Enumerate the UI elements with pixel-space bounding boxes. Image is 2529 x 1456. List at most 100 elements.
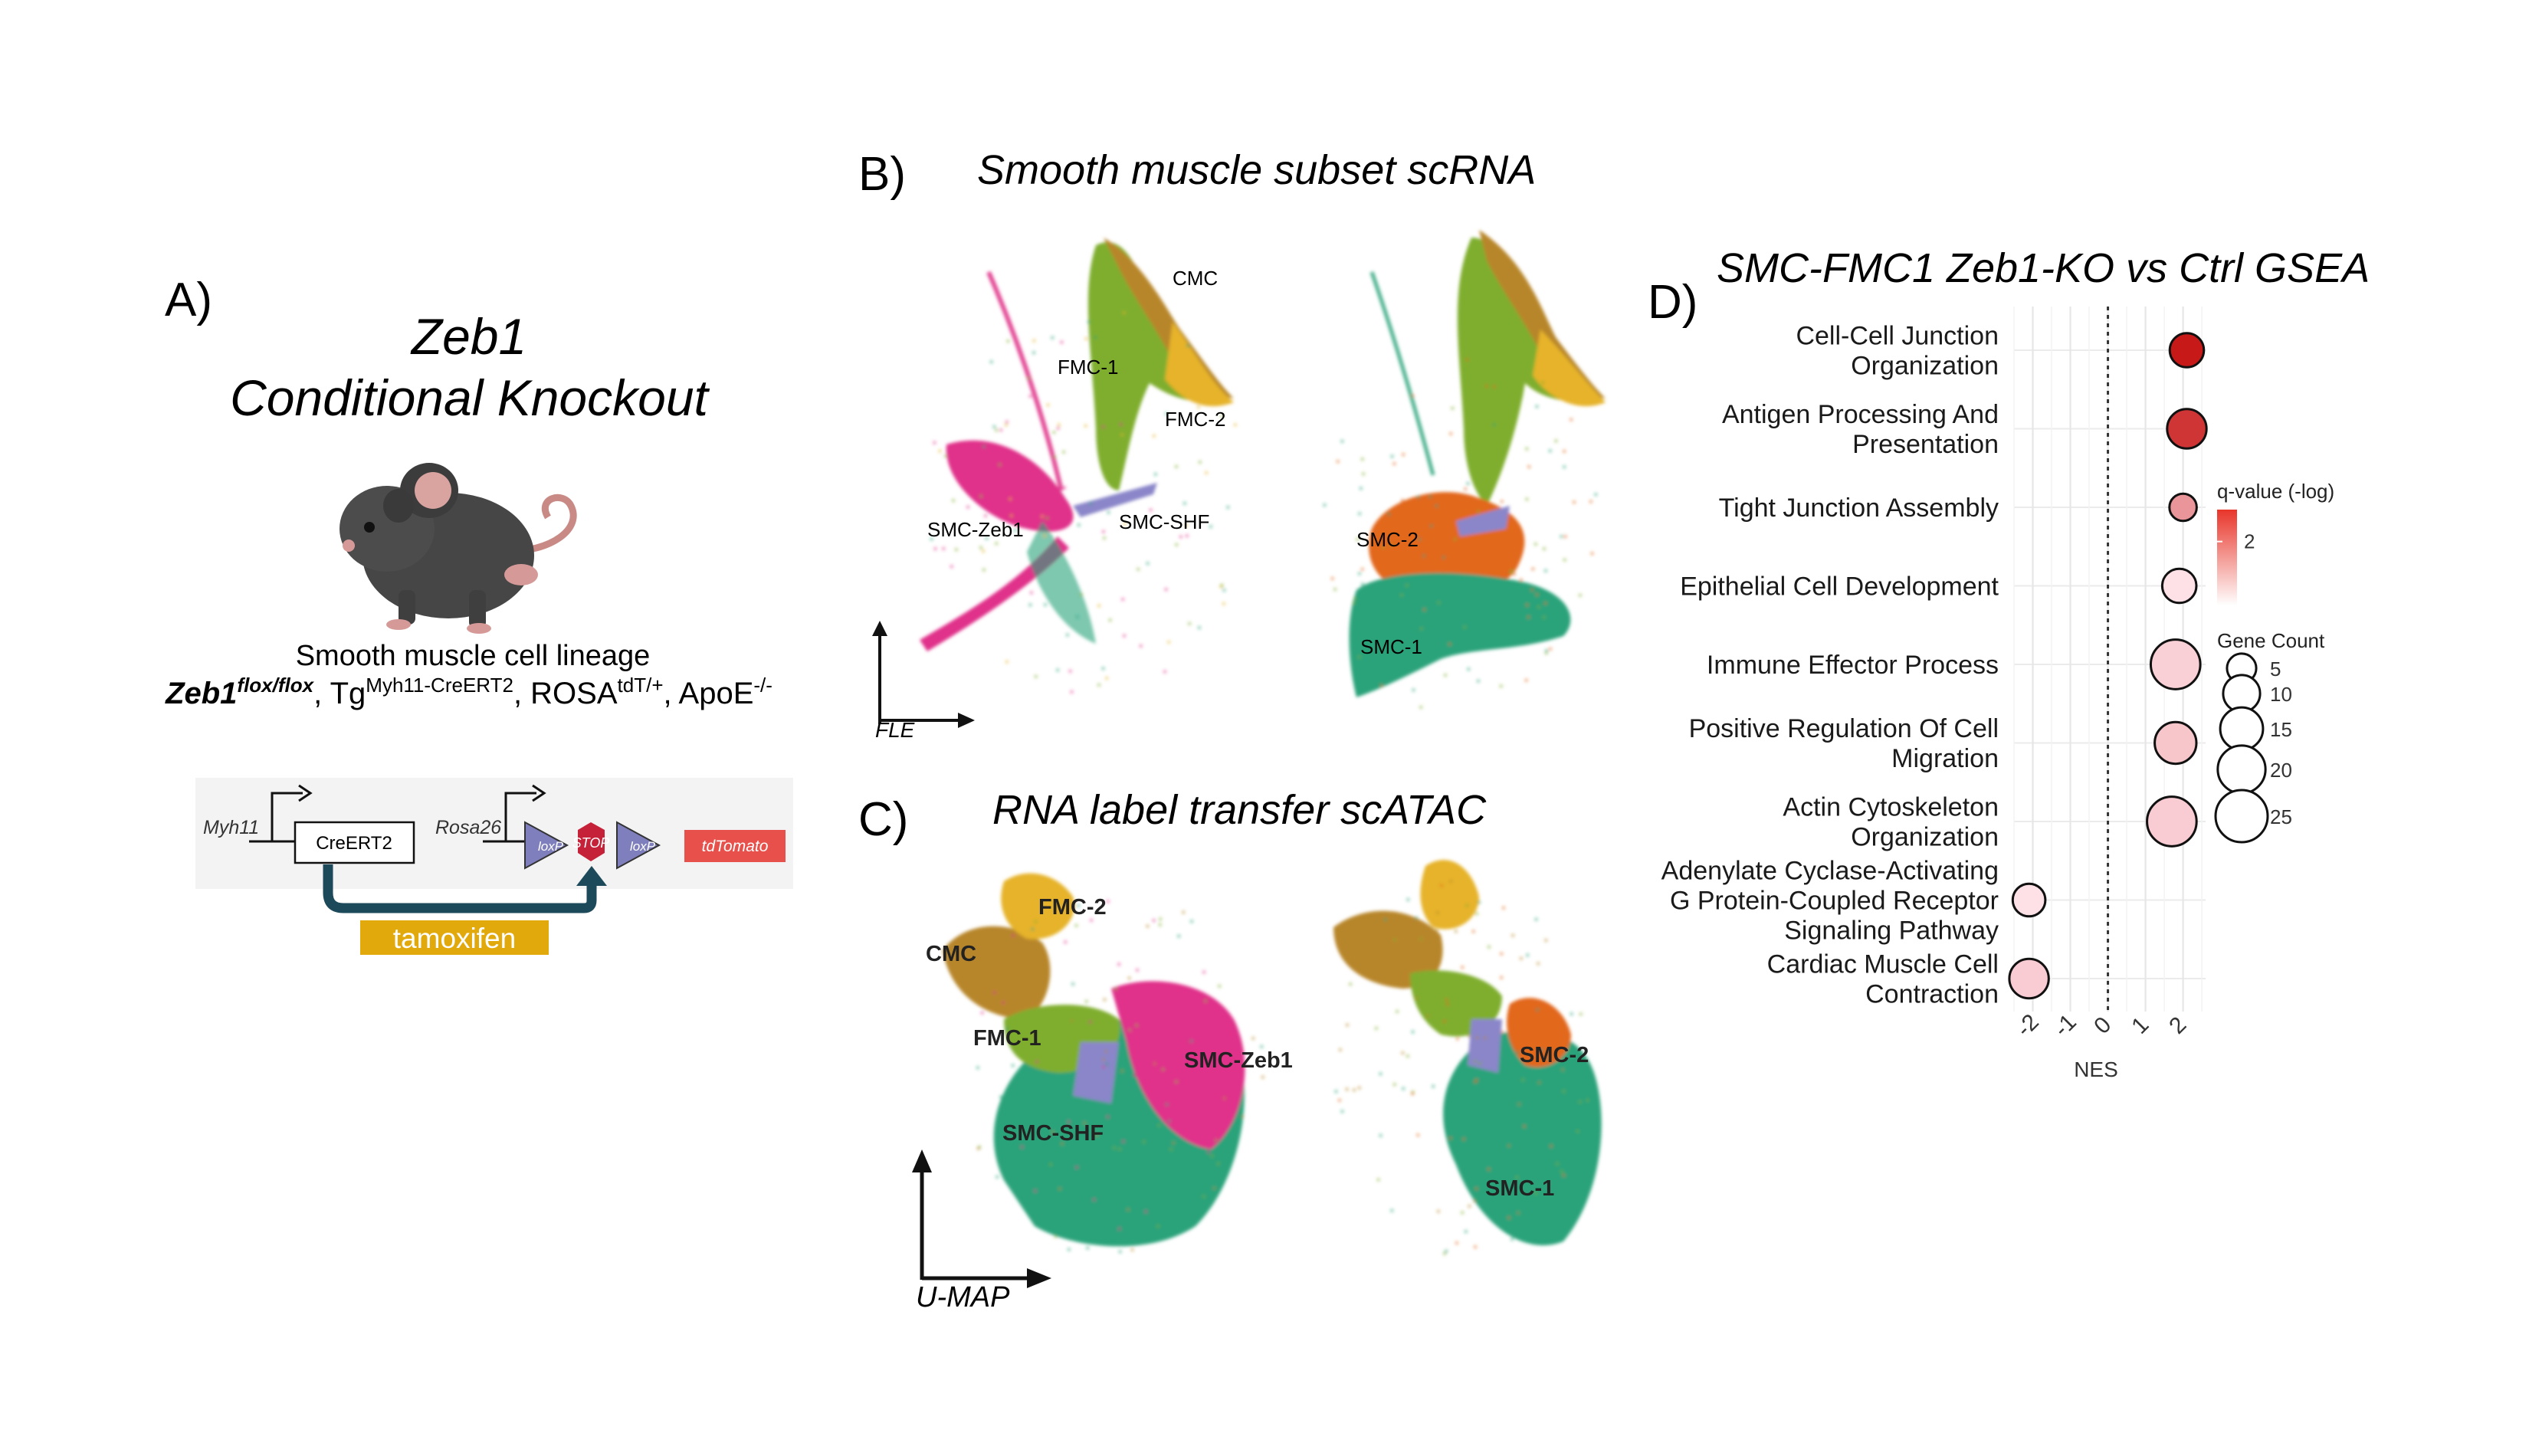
cell-point (1563, 534, 1567, 539)
fle-left-label-fmc-2: FMC-2 (1165, 408, 1225, 431)
cell-point (1166, 640, 1171, 644)
cell-point (1005, 1027, 1009, 1031)
cell-point (1097, 604, 1101, 608)
cell-point (1419, 705, 1423, 710)
fle-left-smc-zeb1-lobe (946, 440, 1074, 532)
fle-left-label-smc-shf: SMC-SHF (1119, 510, 1209, 533)
cell-point (1051, 1130, 1055, 1134)
loxp-triangle-2 (616, 821, 661, 870)
cell-point (1578, 593, 1583, 597)
cell-point (930, 537, 933, 541)
cell-point (1153, 472, 1158, 477)
cell-point (1123, 522, 1127, 526)
gsea-point (2160, 567, 2198, 605)
cell-point (1184, 523, 1188, 527)
cell-point (1442, 556, 1446, 559)
cell-point (1330, 576, 1334, 581)
cell-point (1110, 1199, 1114, 1202)
panel-b-title: Smooth muscle subset scRNA (977, 147, 1536, 193)
cell-point (1199, 1142, 1203, 1146)
cell-point (1353, 596, 1357, 601)
cell-point (1432, 987, 1436, 992)
cell-point (1348, 982, 1353, 986)
cell-point (1052, 455, 1057, 459)
cell-point (1560, 534, 1563, 539)
cell-point (1576, 1130, 1579, 1133)
cell-point (1475, 1036, 1479, 1040)
cell-point (1075, 615, 1080, 619)
pathway-label: Actin Cytoskeleton (1783, 793, 1999, 822)
pathway-label: Organization (1851, 823, 1999, 852)
cell-point (1077, 903, 1081, 908)
genotype-zeb1-sup: flox/flox (237, 674, 314, 697)
construct-diagram: Myh11 CreERT2 Rosa26 loxP STOP loxP tdTo… (195, 778, 793, 955)
cell-point (1101, 425, 1105, 429)
panel-c-title: RNA label transfer scATAC (992, 787, 1487, 833)
cell-point (1117, 1147, 1122, 1151)
cell-point (1487, 1167, 1491, 1171)
cell-point (1240, 1114, 1245, 1119)
cell-point (1366, 644, 1369, 648)
cell-point (1520, 394, 1524, 398)
cell-point (1392, 1082, 1396, 1087)
fle-right-streak (1369, 271, 1435, 476)
size-legend-label: 20 (2270, 759, 2292, 782)
cell-point (1049, 498, 1054, 502)
cell-point (1352, 1088, 1356, 1092)
cell-point (1562, 1089, 1566, 1094)
cell-point (1028, 958, 1032, 962)
cell-point (1360, 582, 1365, 586)
cell-point (1466, 481, 1470, 486)
cell-point (1177, 934, 1181, 938)
cell-point (1112, 1146, 1117, 1149)
umap-plot-left: FMC-2 CMC FMC-1 SMC-Zeb1 SMC-SHF (926, 873, 1293, 1254)
cre-excision-arrow (323, 864, 597, 913)
cell-point (1120, 597, 1125, 602)
umap-axis-label: U-MAP (916, 1281, 1010, 1313)
cell-point (1037, 1199, 1041, 1202)
cell-point (1401, 452, 1406, 457)
cell-point (1511, 933, 1515, 937)
cell-point (1562, 1173, 1566, 1178)
cell-point (1473, 1199, 1477, 1203)
cell-point (1092, 1198, 1096, 1202)
cell-point (1068, 1030, 1073, 1034)
cell-point (1501, 906, 1506, 910)
rosa26-label: Rosa26 (435, 817, 501, 838)
umap-left-fmc-2-region (1001, 873, 1074, 940)
size-legend-title: Gene Count (2217, 629, 2325, 652)
pathway-label: Positive Regulation Of Cell (1689, 714, 1999, 743)
cell-point (1233, 423, 1238, 427)
cell-point (1554, 439, 1558, 443)
cell-point (1134, 1023, 1139, 1028)
cell-point (1067, 1120, 1071, 1124)
pathway-label: Antigen Processing And (1722, 400, 1999, 429)
cell-point (1448, 1136, 1452, 1140)
pathway-label: Epithelial Cell Development (1680, 572, 1999, 602)
cell-point (1499, 976, 1504, 979)
cell-point (1411, 1030, 1415, 1034)
cell-point (1499, 684, 1503, 688)
cell-point (1399, 593, 1404, 597)
cell-point (1431, 1084, 1435, 1088)
cell-point (1540, 380, 1545, 385)
cell-point (1467, 667, 1471, 671)
cell-point (1537, 1071, 1542, 1075)
cell-point (1089, 501, 1093, 505)
fle-left-label-cmc: CMC (1173, 267, 1218, 290)
cell-point (1101, 1065, 1106, 1069)
cell-point (1187, 621, 1192, 626)
cell-point (1352, 601, 1356, 605)
cell-point (1516, 1211, 1520, 1215)
cell-point (976, 1066, 980, 1070)
cell-point (1392, 938, 1397, 942)
cell-point (1169, 1147, 1173, 1151)
cell-point (1390, 454, 1394, 458)
cell-point (985, 536, 989, 540)
gsea-point (2168, 332, 2206, 369)
cell-point (995, 542, 999, 546)
cell-point (1054, 1235, 1058, 1238)
cell-point (1379, 1072, 1383, 1076)
cell-point (1055, 1007, 1058, 1011)
fle-right-fmc-1-region (1457, 238, 1602, 506)
